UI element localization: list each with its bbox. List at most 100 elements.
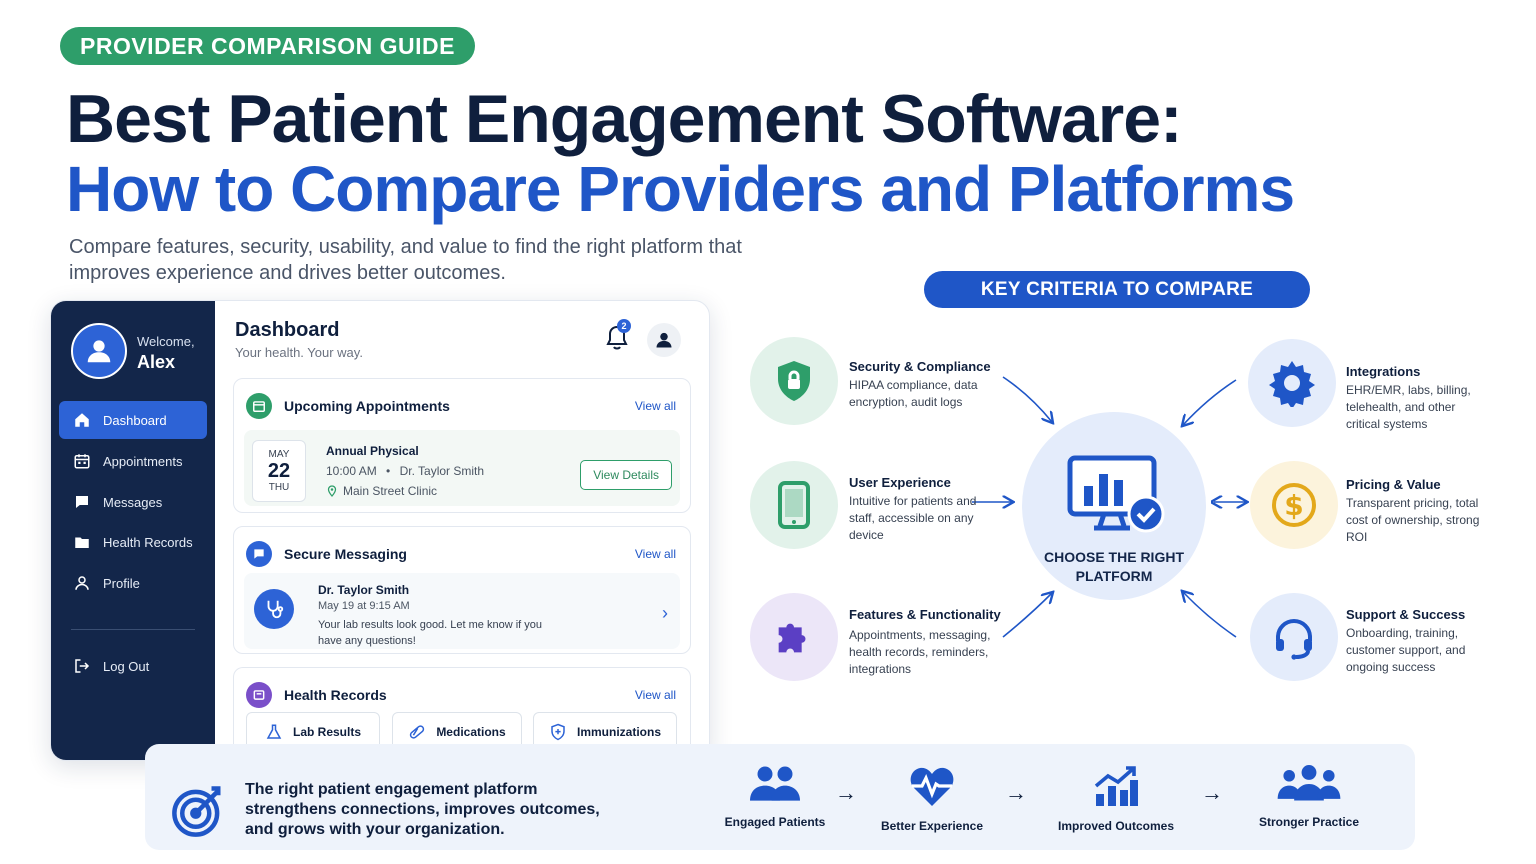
sidebar-divider <box>71 629 195 630</box>
sidebar-item-label: Health Records <box>103 534 193 550</box>
criterion-description: HIPAA compliance, data encryption, audit… <box>849 378 978 409</box>
notification-badge: 2 <box>617 319 631 333</box>
dollar-icon: $ <box>1272 483 1316 527</box>
shield-plus-icon <box>551 723 565 741</box>
key-criteria-heading: KEY CRITERIA TO COMPARE <box>924 271 1310 308</box>
outcome-stronger-practice: Stronger Practice <box>1249 764 1369 829</box>
heartbeat-icon <box>910 767 954 806</box>
dashboard-main: Dashboard Your health. Your way. 2 Upcom… <box>215 301 709 760</box>
appointment-location: Main Street Clinic <box>343 484 438 498</box>
user-icon <box>87 340 111 363</box>
flow-arrow: → <box>1201 780 1223 805</box>
chat-icon <box>76 496 88 508</box>
card-title: Upcoming Appointments <box>284 398 450 414</box>
monitor-chart-icon <box>1067 455 1165 533</box>
calendar-icon <box>74 454 90 469</box>
home-icon <box>75 413 89 427</box>
sidebar-item-health-records[interactable]: Health Records <box>59 523 207 561</box>
sidebar-item-appointments[interactable]: Appointments <box>59 442 207 480</box>
title-line-2: How to Compare Providers and Platforms <box>66 153 1295 225</box>
criterion-title: Pricing & Value <box>1346 477 1441 492</box>
outcome-label: Engaged Patients <box>724 815 826 829</box>
integrations-criterion-icon <box>1248 339 1336 427</box>
patient-portal-mockup: Welcome, Alex Dashboard Appointments Mes… <box>50 300 710 761</box>
sidebar-item-label: Messages <box>103 494 163 510</box>
logout-button[interactable]: Log Out <box>59 647 207 685</box>
criterion-description: Appointments, messaging, health records,… <box>849 628 991 676</box>
subtitle: Compare features, security, usability, a… <box>69 236 742 284</box>
message-item[interactable]: Dr. Taylor Smith May 19 at 9:15 AM Your … <box>244 573 680 649</box>
criterion-title: Integrations <box>1346 364 1421 379</box>
user-name: Alex <box>137 352 176 372</box>
support-criterion-icon <box>1250 593 1338 681</box>
outcome-better-experience: Better Experience <box>877 764 987 833</box>
outcome-label: Stronger Practice <box>1258 815 1360 829</box>
chat-icon <box>246 541 272 567</box>
sidebar-item-messages[interactable]: Messages <box>59 483 207 521</box>
sidebar-item-label: Appointments <box>103 453 183 469</box>
appointment-time-row: 10:00 AM • Dr. Taylor Smith <box>326 464 484 478</box>
appointment-location-row: Main Street Clinic <box>326 484 437 498</box>
card-header: Health Records <box>246 682 387 708</box>
svg-text:$: $ <box>1284 489 1303 522</box>
criterion-description: Transparent pricing, total cost of owner… <box>1346 496 1480 544</box>
phone-icon <box>778 481 810 529</box>
message-date: May 19 at 9:15 AM <box>318 600 410 612</box>
outcome-label: Improved Outcomes <box>1057 819 1175 833</box>
account-button[interactable] <box>647 323 681 357</box>
calendar-icon <box>246 393 272 419</box>
features-criterion-icon <box>750 593 838 681</box>
folder-icon <box>246 682 272 708</box>
banner-text: The right patient engagement platform st… <box>245 781 600 838</box>
security-criterion-icon <box>750 337 838 425</box>
target-icon <box>172 786 221 837</box>
messaging-card: Secure Messaging View all Dr. Taylor Smi… <box>233 526 691 654</box>
flow-arrow: → <box>835 780 857 805</box>
messaging-view-all-link[interactable]: View all <box>634 547 676 561</box>
flask-icon <box>266 724 282 739</box>
appointment-day: 22 <box>267 460 291 482</box>
sidebar-item-label: Dashboard <box>103 412 167 428</box>
criterion-title: Features & Functionality <box>849 607 1001 622</box>
growth-chart-icon <box>1094 766 1138 806</box>
logout-label: Log Out <box>103 658 150 674</box>
date-box: MAY 22 THU <box>252 440 306 502</box>
appointment-month: MAY <box>268 449 290 460</box>
sidebar: Welcome, Alex Dashboard Appointments Mes… <box>51 301 215 760</box>
headset-icon <box>1276 619 1312 660</box>
appointment-weekday: THU <box>268 482 290 493</box>
sidebar-item-dashboard[interactable]: Dashboard <box>59 401 207 439</box>
pill-icon <box>410 725 425 739</box>
appointment-item[interactable]: MAY 22 THU Annual Physical 10:00 AM • Dr… <box>244 430 680 506</box>
team-icon <box>1277 765 1341 801</box>
card-title: Secure Messaging <box>284 546 407 562</box>
flow-arrow: → <box>1005 780 1027 805</box>
view-details-button[interactable]: View Details <box>580 460 672 490</box>
title-line-1: Best Patient Engagement Software: <box>66 81 1183 157</box>
records-view-all-link[interactable]: View all <box>634 688 676 702</box>
ux-criterion-icon <box>750 461 838 549</box>
appointments-view-all-link[interactable]: View all <box>634 399 676 413</box>
hub-label: CHOOSE THE RIGHT PLATFORM <box>1043 549 1184 584</box>
button-label: Medications <box>436 725 506 739</box>
chevron-right-icon[interactable]: › <box>662 603 668 623</box>
message-sender: Dr. Taylor Smith <box>318 583 410 597</box>
bottom-banner: The right patient engagement platform st… <box>145 744 1415 850</box>
separator: • <box>386 464 391 478</box>
sidebar-item-profile[interactable]: Profile <box>59 564 207 602</box>
choose-platform-hub: CHOOSE THE RIGHT PLATFORM <box>1022 412 1206 600</box>
criterion-title: Security & Compliance <box>849 359 991 374</box>
criterion-description: EHR/EMR, labs, billing, telehealth, and … <box>1346 383 1471 431</box>
criterion-description: Intuitive for patients and staff, access… <box>849 494 977 542</box>
card-title: Health Records <box>284 687 387 703</box>
card-header: Upcoming Appointments <box>246 393 450 419</box>
page-subtitle: Your health. Your way. <box>235 345 363 360</box>
avatar[interactable] <box>71 323 127 379</box>
criterion-description: Onboarding, training, customer support, … <box>1346 626 1466 674</box>
criterion-title: Support & Success <box>1346 607 1466 622</box>
outcome-engaged-patients: Engaged Patients <box>720 764 830 829</box>
user-icon <box>656 332 672 348</box>
message-preview: Your lab results look good. Let me know … <box>318 619 543 647</box>
pricing-criterion-icon: $ <box>1250 461 1338 549</box>
card-header: Secure Messaging <box>246 541 407 567</box>
